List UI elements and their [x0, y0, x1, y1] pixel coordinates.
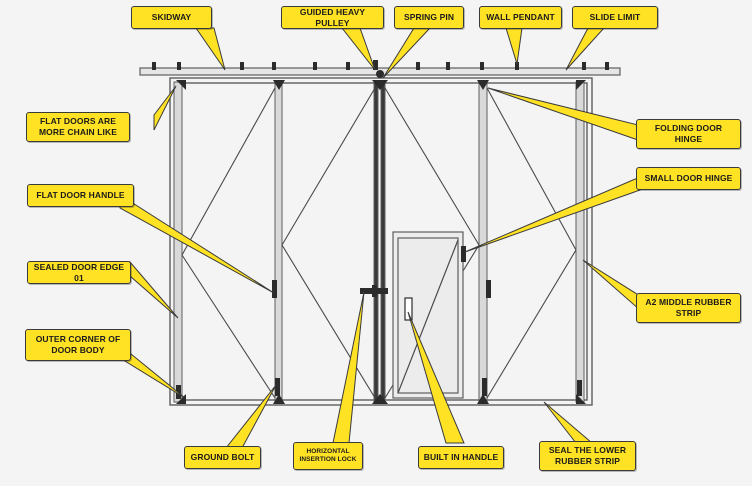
- label-wall-pendant: WALL PENDANT: [479, 6, 562, 29]
- leader-built-in-handle: [407, 311, 465, 444]
- label-flat-doors-chain: FLAT DOORS ARE MORE CHAIN LIKE: [26, 112, 130, 142]
- leader-sealed-door-edge: [129, 260, 179, 319]
- panel-stiles: [173, 81, 585, 403]
- label-seal-lower-rubber-strip: SEAL THE LOWER RUBBER STRIP: [539, 441, 636, 471]
- label-spring-pin: SPRING PIN: [394, 6, 464, 29]
- leader-folding-door-hinge: [487, 87, 639, 141]
- leader-seal-lower-rubber-strip: [543, 401, 594, 444]
- label-sealed-door-edge: SEALED DOOR EDGE 01: [27, 261, 131, 284]
- leader-ground-bolt: [224, 384, 277, 449]
- label-slide-limit: SLIDE LIMIT: [572, 6, 658, 29]
- label-horizontal-insertion-lock: HORIZONTAL INSERTION LOCK: [293, 442, 363, 470]
- hinge-hardware: [176, 70, 586, 404]
- built-in-handle: [404, 297, 413, 321]
- leader-small-door-hinge: [464, 176, 641, 253]
- leader-flat-doors-chain: [153, 85, 177, 131]
- diagonal-braces: [181, 87, 577, 399]
- label-folding-door-hinge: FOLDING DOOR HINGE: [636, 119, 741, 149]
- label-built-in-handle: BUILT IN HANDLE: [418, 446, 504, 469]
- label-a2-middle-rubber-strip: A2 MIDDLE RUBBER STRIP: [636, 293, 741, 323]
- label-small-door-hinge: SMALL DOOR HINGE: [636, 167, 741, 190]
- leader-wall-pendant: [505, 27, 523, 65]
- wall-pendants: [152, 60, 609, 70]
- label-ground-bolt: GROUND BOLT: [184, 446, 261, 469]
- label-skidway: SKIDWAY: [131, 6, 212, 29]
- label-guided-heavy-pulley: GUIDED HEAVY PULLEY: [281, 6, 384, 29]
- label-outer-corner: OUTER CORNER OF DOOR BODY: [25, 329, 131, 361]
- leader-horizontal-insertion-lock: [332, 291, 365, 444]
- leader-skidway: [195, 27, 226, 71]
- label-flat-door-handle: FLAT DOOR HANDLE: [27, 184, 134, 207]
- callout-leaders: [119, 27, 641, 449]
